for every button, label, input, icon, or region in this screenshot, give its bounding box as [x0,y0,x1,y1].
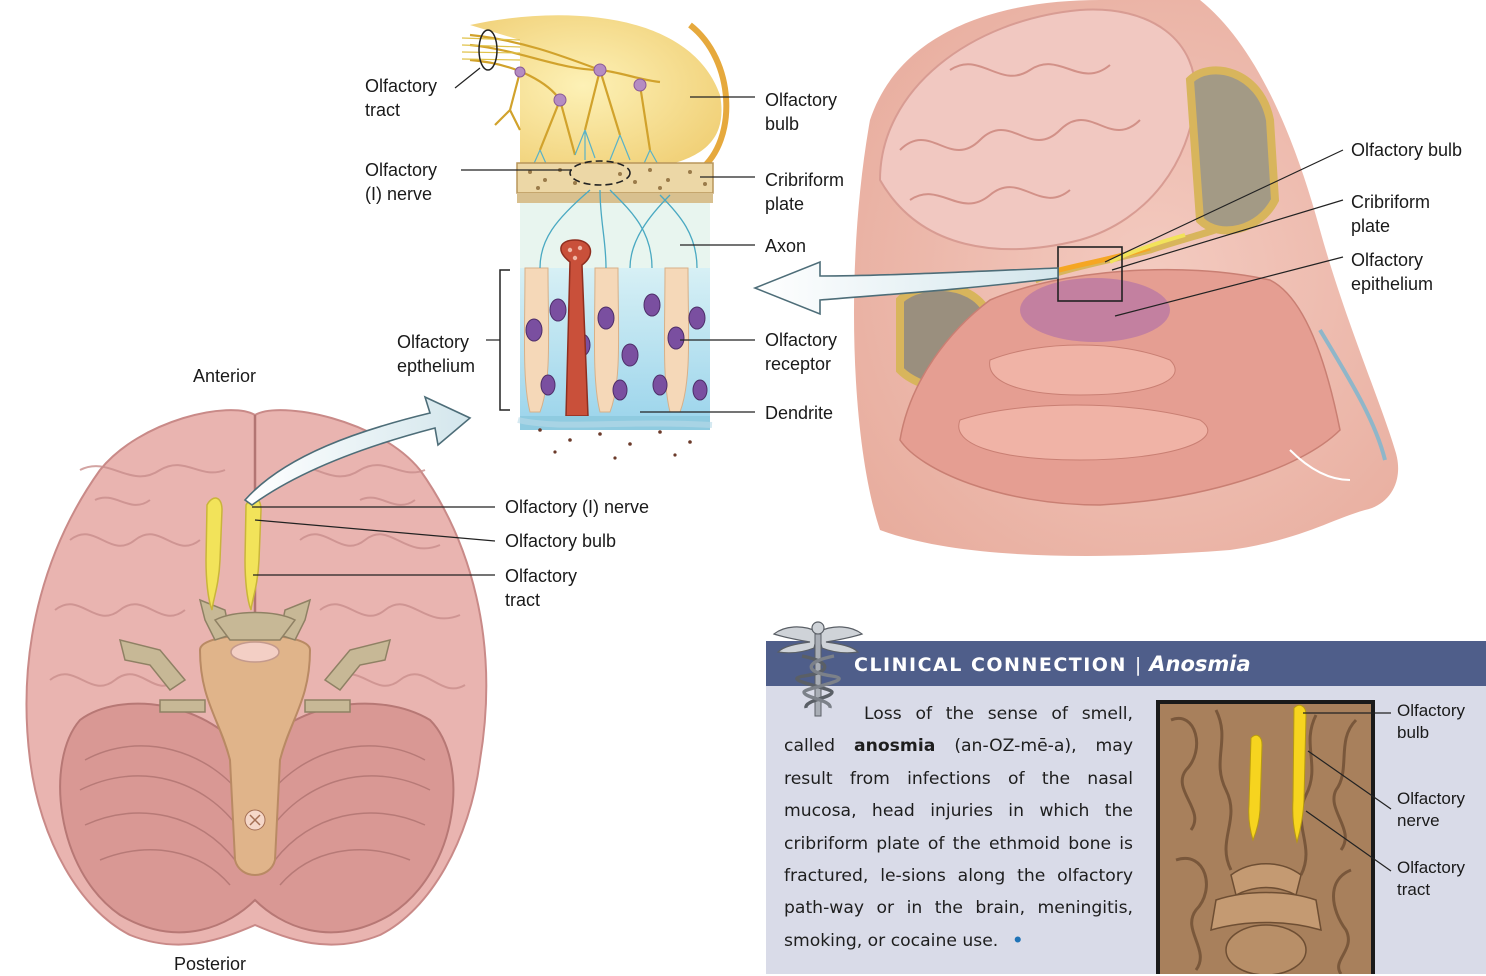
clinical-connection-box: CLINICAL CONNECTION|Anosmia Loss of the … [766,641,1486,974]
photo-label-olfactory-bulb: Olfactory bulb [1397,700,1465,744]
label-olfactory-bulb-brain: Olfactory bulb [505,529,616,553]
label-olfactory-epithelium-sagittal: Olfactory epithelium [1351,248,1433,296]
label-axon: Axon [765,234,806,258]
photo-label-olfactory-tract: Olfactory tract [1397,857,1465,901]
label-olfactory-tract-detail: Olfactory tract [365,74,437,122]
label-olfactory-bulb-sagittal: Olfactory bulb [1351,138,1462,162]
caduceus-icon [772,616,864,718]
photo-leader-lines [766,641,1486,974]
label-olfactory-tract-brain: Olfactory tract [505,564,577,612]
anterior-label: Anterior [193,364,256,388]
photo-label-olfactory-nerve: Olfactory nerve [1397,788,1465,832]
label-olfactory-bulb-detail: Olfactory bulb [765,88,837,136]
epithelium-bracket [500,270,510,410]
label-cribriform-plate-detail: Cribriform plate [765,168,844,216]
label-olfactory-nerve-brain: Olfactory (I) nerve [505,495,649,519]
label-olfactory-epithelium-detail: Olfactory epthelium [397,330,475,378]
posterior-label: Posterior [174,952,246,976]
epithelium-detail [462,15,726,459]
label-olfactory-nerve-detail: Olfactory (I) nerve [365,158,437,206]
label-olfactory-receptor: Olfactory receptor [765,328,837,376]
label-cribriform-plate-sagittal: Cribriform plate [1351,190,1430,238]
label-dendrite: Dendrite [765,401,833,425]
